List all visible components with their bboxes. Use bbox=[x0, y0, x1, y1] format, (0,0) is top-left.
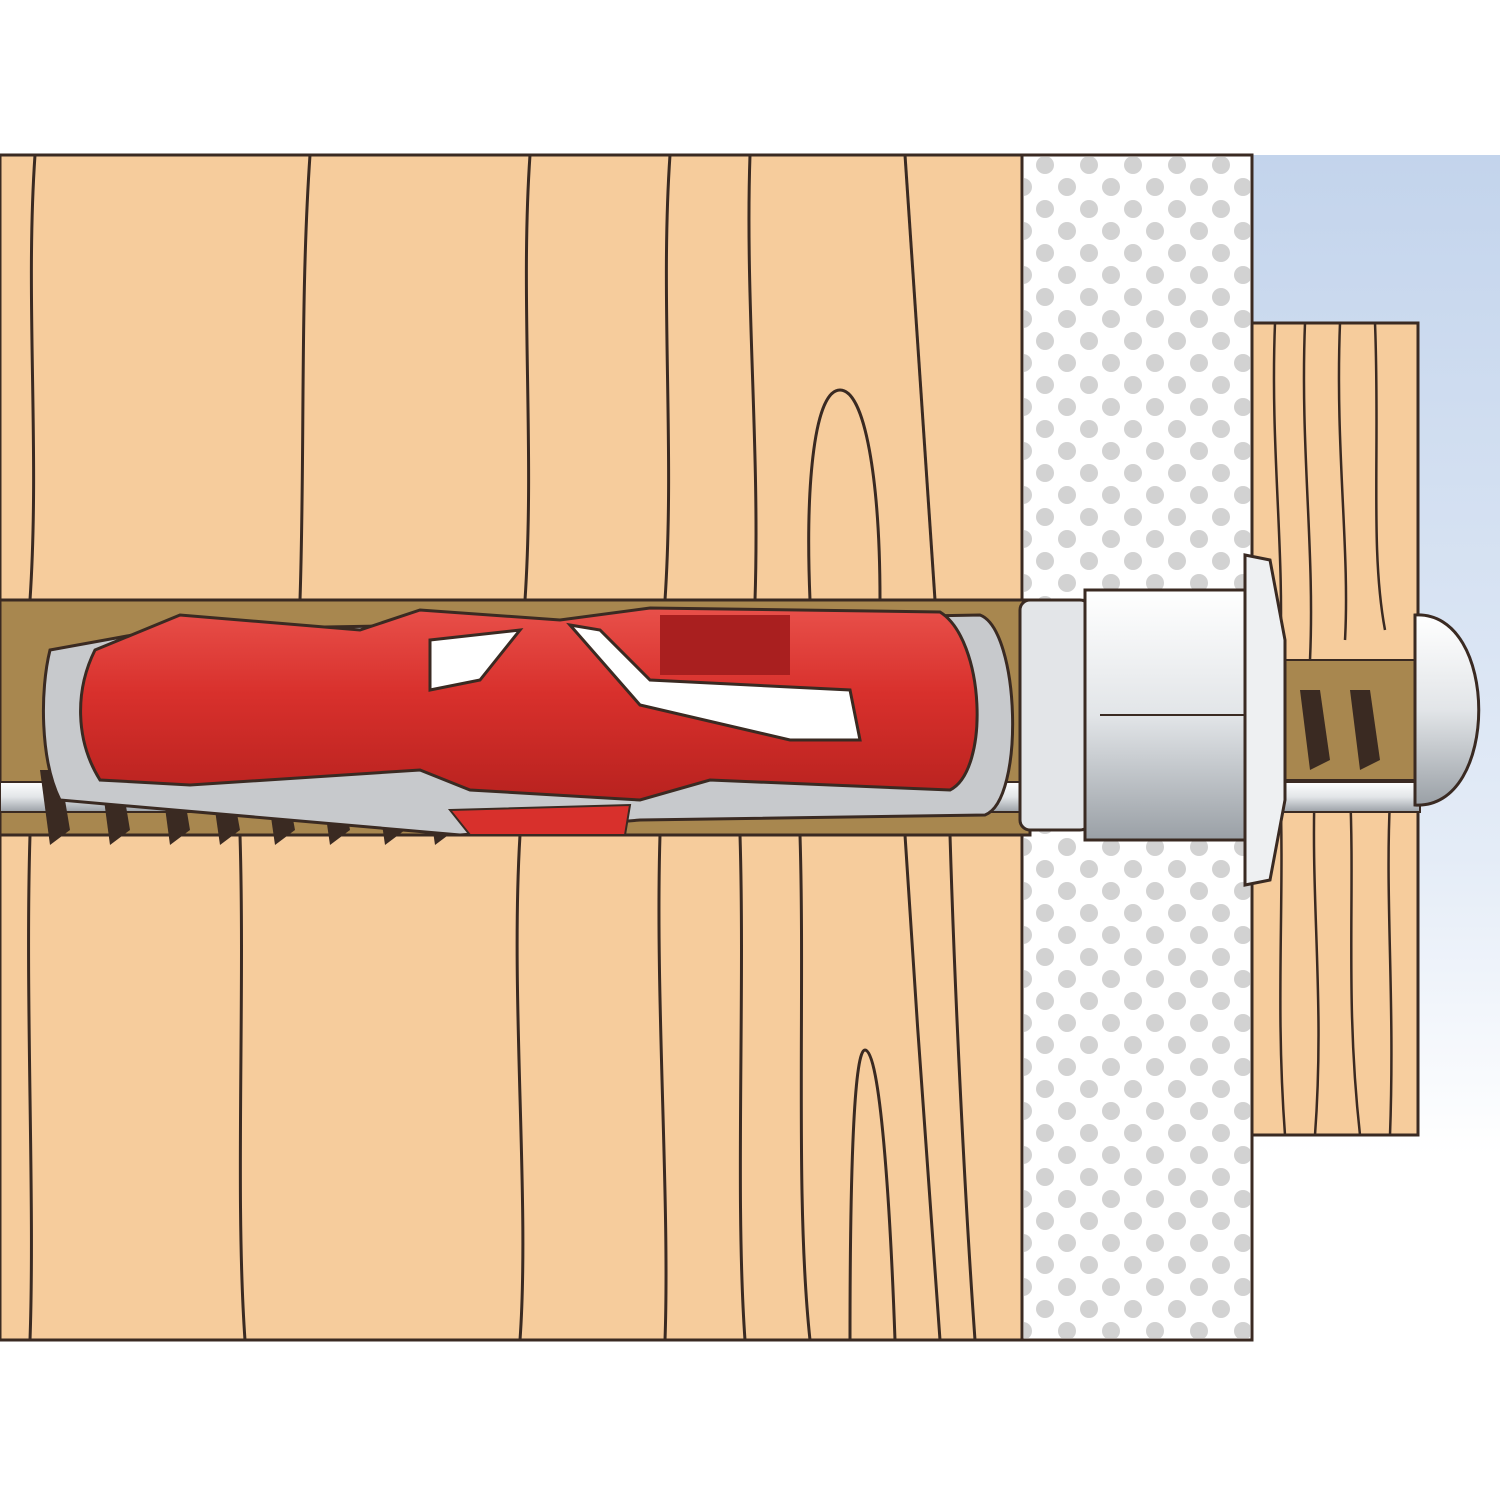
plug-dark-panel bbox=[660, 615, 790, 675]
plug-lower-red bbox=[447, 803, 632, 836]
wood-grain bbox=[27, 154, 977, 1341]
plug-slot bbox=[566, 622, 862, 742]
plug-notch bbox=[428, 628, 524, 692]
plug-collar bbox=[1018, 598, 1092, 832]
plug-flange bbox=[1243, 553, 1287, 887]
screw-head bbox=[1413, 613, 1481, 807]
